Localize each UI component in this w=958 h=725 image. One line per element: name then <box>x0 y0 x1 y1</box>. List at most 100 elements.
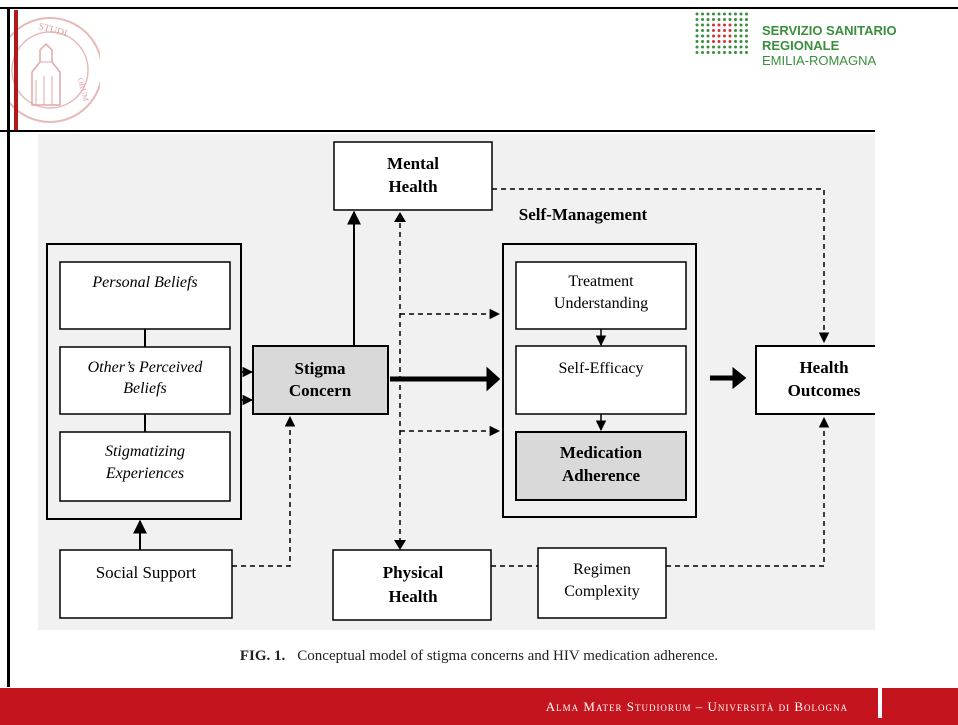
logo-dot <box>706 12 710 16</box>
logo-dot <box>717 18 721 21</box>
ssr-line2: EMILIA-ROMAGNA <box>762 53 877 68</box>
logo-dot <box>717 29 721 32</box>
logo-dot <box>712 12 715 16</box>
logo-dot <box>734 51 737 54</box>
logo-dot <box>701 18 704 21</box>
logo-dot <box>701 12 704 16</box>
stigma-concern-box <box>252 345 389 415</box>
conceptual-model-diagram: Personal Beliefs Other’s Perceived Belie… <box>46 141 893 621</box>
logo-dot <box>701 51 704 54</box>
logo-dot <box>734 40 737 43</box>
logo-dot <box>739 29 743 32</box>
logo-dot <box>695 40 699 43</box>
logo-dot <box>723 18 726 21</box>
logo-dot <box>745 23 748 27</box>
logo-dot <box>734 45 737 49</box>
social-support-box <box>59 549 233 619</box>
logo-dot <box>745 45 748 49</box>
logo-dot <box>739 45 743 49</box>
mental-to-outcomes-dashed-arrow <box>492 188 830 344</box>
self-management-label: Self-Management <box>519 205 648 224</box>
logo-dot <box>723 40 726 43</box>
logo-dot <box>728 40 732 43</box>
stigmatizing-line2: Experiences <box>105 465 184 482</box>
physical-health-line1: Physical <box>383 563 444 582</box>
others-beliefs-line2: Beliefs <box>123 380 167 397</box>
others-beliefs-line1: Other’s Perceived <box>88 359 204 376</box>
social-support-to-stigma-dashed-arrow <box>232 415 296 567</box>
logo-dot <box>701 45 704 49</box>
logo-dot <box>695 29 699 32</box>
health-outcomes-line2: Outcomes <box>788 381 861 400</box>
top-rule <box>0 7 958 9</box>
logo-dot <box>728 51 732 54</box>
logo-dot <box>723 23 726 27</box>
medication-adherence-box <box>515 431 687 501</box>
logo-dot <box>739 12 743 16</box>
logo-dot <box>723 12 726 16</box>
logo-dot <box>745 51 748 54</box>
logo-dot <box>745 29 748 32</box>
logo-dot <box>745 40 748 43</box>
logo-dot <box>723 29 726 32</box>
arrowhead-up <box>394 212 406 222</box>
logo-dot <box>712 45 715 49</box>
stigma-concern-line2: Concern <box>289 381 352 400</box>
logo-dot <box>706 18 710 21</box>
logo-dot <box>728 23 732 27</box>
logo-dot <box>728 34 732 38</box>
figure-caption: FIG. 1.Conceptual model of stigma concer… <box>0 648 958 665</box>
stigma-concern-line1: Stigma <box>295 359 347 378</box>
logo-dot <box>734 12 737 16</box>
self-efficacy-label: Self-Efficacy <box>559 360 644 377</box>
figure-panel: Personal Beliefs Other’s Perceived Belie… <box>38 134 893 630</box>
logo-dot <box>706 29 710 32</box>
logo-dot <box>728 12 732 16</box>
header-divider <box>0 130 875 132</box>
left-rule <box>7 7 10 687</box>
arrowhead-right <box>486 366 501 392</box>
logo-dot <box>734 18 737 21</box>
logo-dot <box>723 34 726 38</box>
logo-dot <box>695 34 699 38</box>
self-efficacy-box <box>515 345 687 415</box>
beliefs-group-box <box>46 243 242 520</box>
stigmatizing-line1: Stigmatizing <box>105 443 185 460</box>
regimen-complexity-box <box>537 547 667 619</box>
health-outcomes-line1: Health <box>799 358 849 377</box>
logo-dot <box>717 34 721 38</box>
logo-dot <box>717 12 721 16</box>
physical-health-box <box>332 549 492 621</box>
logo-dot <box>745 12 748 16</box>
logo-dot <box>706 51 710 54</box>
medication-line1: Medication <box>560 443 643 462</box>
ssr-dot-grid-logo <box>695 12 748 54</box>
mental-health-line1: Mental <box>387 154 439 173</box>
logo-dot <box>739 51 743 54</box>
logo-dot <box>739 18 743 21</box>
logo-dot <box>728 29 732 32</box>
logo-dot <box>712 34 715 38</box>
logo-dot <box>701 29 704 32</box>
logo-dot <box>728 45 732 49</box>
ssr-line1: SERVIZIO SANITARIO REGIONALE <box>762 23 897 53</box>
logo-dot <box>712 51 715 54</box>
others-beliefs-box <box>59 346 231 415</box>
logo-dot <box>734 23 737 27</box>
logo-dot <box>695 18 699 21</box>
logo-dot <box>734 29 737 32</box>
logo-dot <box>745 18 748 21</box>
footer-bar: Alma Mater Studiorum – Università di Bol… <box>0 688 958 725</box>
logo-dot <box>734 34 737 38</box>
logo-dot <box>745 34 748 38</box>
logo-dot <box>695 23 699 27</box>
treatment-line1: Treatment <box>568 273 634 290</box>
mental-health-box <box>333 141 493 211</box>
physical-health-line2: Health <box>388 587 438 606</box>
university-seal-logo: STUDI ORUM <box>10 17 100 123</box>
social-support-label: Social Support <box>96 563 197 582</box>
logo-dot <box>706 40 710 43</box>
logo-dot <box>701 40 704 43</box>
red-accent-tab <box>14 10 18 130</box>
